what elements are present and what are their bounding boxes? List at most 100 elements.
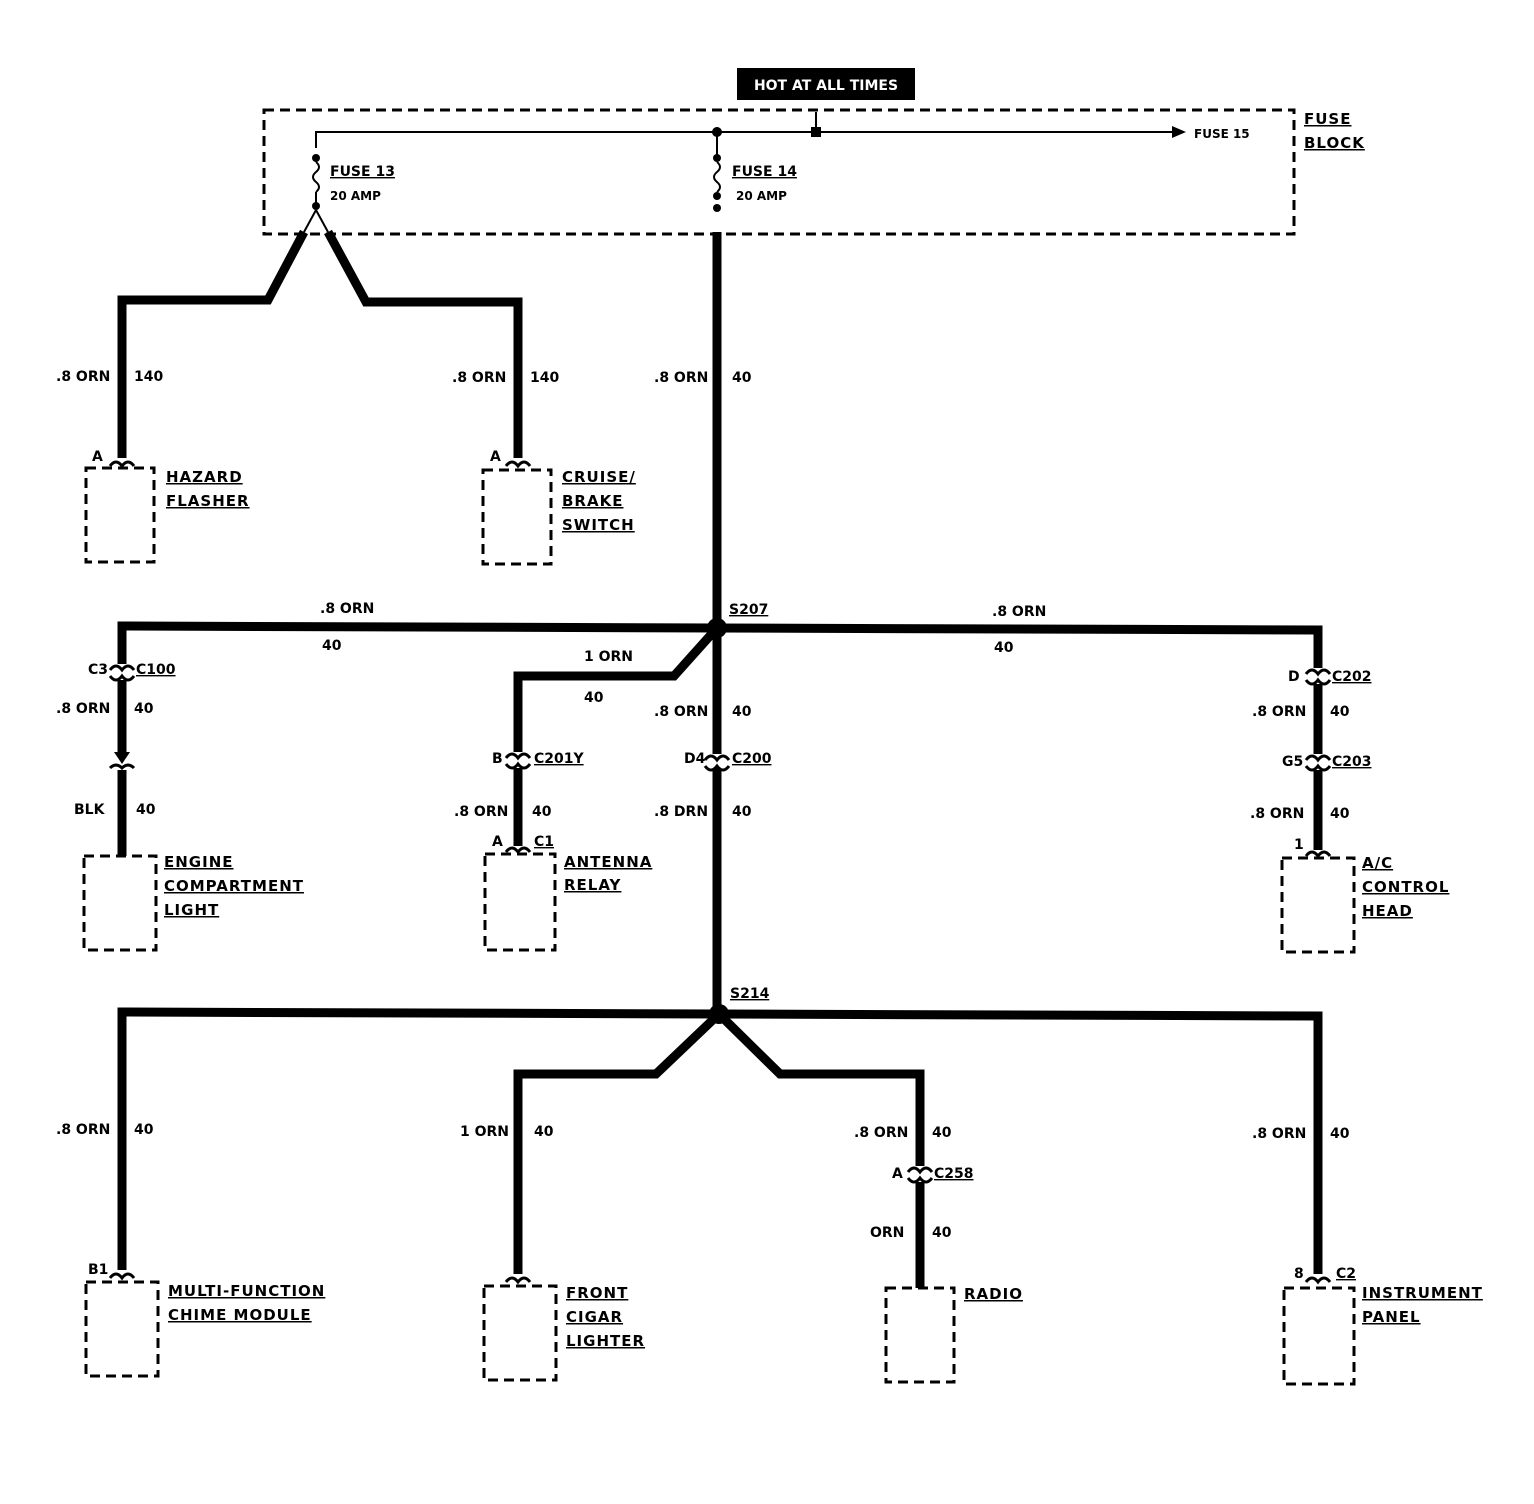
engine-compartment-light: ENGINE COMPARTMENT LIGHT xyxy=(82,853,304,952)
wire-antenna-branch-circuit: 40 xyxy=(584,690,604,706)
ac-label-3: HEAD xyxy=(1362,902,1413,920)
wire-engine-upper-circuit: 40 xyxy=(134,701,154,717)
c100-name: C100 xyxy=(136,662,176,678)
c2-name: C2 xyxy=(1336,1266,1356,1282)
wire-ac-upper-gauge: .8 ORN xyxy=(1252,704,1306,720)
c203-name: C203 xyxy=(1332,754,1372,770)
fuse-14: FUSE 14 20 AMP xyxy=(713,132,797,212)
hot-label: HOT AT ALL TIMES xyxy=(754,78,898,94)
fuse-block-label-2: BLOCK xyxy=(1304,134,1365,152)
wire-radio-upper xyxy=(715,1010,925,1166)
wire-ac-lower-circuit: 40 xyxy=(1330,806,1350,822)
wire-cigar xyxy=(513,1010,723,1274)
fuse-13-name: FUSE 13 xyxy=(330,164,395,180)
wire-hazard-circuit: 140 xyxy=(134,369,163,385)
wire-ac-upper-circuit: 40 xyxy=(1330,704,1350,720)
connector-c202: D C202 xyxy=(1288,668,1372,686)
wire-cruise-gauge: .8 ORN xyxy=(452,370,506,386)
wire-antenna-lower-circuit: 40 xyxy=(532,804,552,820)
radio-label: RADIO xyxy=(964,1285,1023,1303)
wire-s207-right-circuit: 40 xyxy=(994,640,1014,656)
wire-main-gauge: .8 ORN xyxy=(654,370,708,386)
hazard-label-2: FLASHER xyxy=(166,492,250,510)
engine-label-2: COMPARTMENT xyxy=(164,877,304,895)
wire-radio-lower-circuit: 40 xyxy=(932,1225,952,1241)
wire-engine-upper-gauge: .8 ORN xyxy=(56,701,110,717)
hazard-pin: A xyxy=(92,449,103,465)
wire-engine-lower-circuit: 40 xyxy=(136,802,156,818)
ac-control-head: 1 A/C CONTROL HEAD xyxy=(1280,837,1449,954)
c1-name: C1 xyxy=(534,834,554,850)
ac-pin: 1 xyxy=(1294,837,1304,853)
cigar-label-3: LIGHTER xyxy=(566,1332,645,1350)
connector-c100: C3 C100 xyxy=(88,662,176,682)
connector-c201y: B C201Y xyxy=(492,751,584,770)
wire-s207-left-circuit: 40 xyxy=(322,638,342,654)
wire-antenna-branch xyxy=(513,624,721,752)
chime-label-1: MULTI-FUNCTION xyxy=(168,1282,325,1300)
engine-label-3: LIGHT xyxy=(164,901,219,919)
wire-chime-gauge: .8 ORN xyxy=(56,1122,110,1138)
radio: RADIO xyxy=(884,1285,1023,1384)
wire-s207-right xyxy=(716,623,1323,668)
connector-c200: D4 C200 xyxy=(684,751,772,772)
wire-center-lower-gauge: .8 DRN xyxy=(654,804,708,820)
antenna-label-2: RELAY xyxy=(564,876,622,894)
fuse-block-label-1: FUSE xyxy=(1304,110,1351,128)
c201y-pin: B xyxy=(492,751,503,767)
hazard-flasher: A HAZARD FLASHER xyxy=(84,449,250,564)
cruise-pin: A xyxy=(490,449,501,465)
front-cigar-lighter: FRONT CIGAR LIGHTER xyxy=(482,1276,645,1382)
cruise-label-3: SWITCH xyxy=(562,516,635,534)
wire-center-upper-circuit: 40 xyxy=(732,704,752,720)
chime-label-2: CHIME MODULE xyxy=(168,1306,312,1324)
ac-label-2: CONTROL xyxy=(1362,878,1449,896)
wire-panel-circuit: 40 xyxy=(1330,1126,1350,1142)
wire-ac-lower-gauge: .8 ORN xyxy=(1250,806,1304,822)
antenna-relay: A C1 ANTENNA RELAY xyxy=(483,834,652,952)
wire-s207-left xyxy=(117,621,718,664)
c258-name: C258 xyxy=(934,1166,974,1182)
panel-label-2: PANEL xyxy=(1362,1308,1421,1326)
wire-antenna-lower-gauge: .8 ORN xyxy=(454,804,508,820)
hazard-label-1: HAZARD xyxy=(166,468,243,486)
fuse-14-name: FUSE 14 xyxy=(732,164,797,180)
c201y-name: C201Y xyxy=(534,751,584,767)
wire-hazard xyxy=(117,229,308,458)
c203-pin: G5 xyxy=(1282,754,1303,770)
chime-pin: B1 xyxy=(88,1262,108,1278)
c2-pin: 8 xyxy=(1294,1266,1304,1282)
connector-c258: A C258 xyxy=(892,1166,974,1184)
wire-engine-lower-gauge: BLK xyxy=(74,802,106,818)
multi-function-chime-module: B1 MULTI-FUNCTION CHIME MODULE xyxy=(84,1262,325,1378)
wire-s207-left-gauge: .8 ORN xyxy=(320,601,374,617)
c1-pin: A xyxy=(492,834,503,850)
ac-label-1: A/C xyxy=(1362,854,1393,872)
wire-cigar-gauge: 1 ORN xyxy=(460,1124,509,1140)
cruise-label-1: CRUISE/ xyxy=(562,468,636,486)
fuse-14-rating: 20 AMP xyxy=(736,189,787,203)
c202-pin: D xyxy=(1288,669,1300,685)
splice-s207-label: S207 xyxy=(729,602,768,618)
wire-panel-gauge: .8 ORN xyxy=(1252,1126,1306,1142)
c200-pin: D4 xyxy=(684,751,706,767)
cruise-label-2: BRAKE xyxy=(562,492,623,510)
cigar-label-1: FRONT xyxy=(566,1284,628,1302)
c258-pin: A xyxy=(892,1166,903,1182)
c200-name: C200 xyxy=(732,751,772,767)
wire-cigar-circuit: 40 xyxy=(534,1124,554,1140)
splice-s214-label: S214 xyxy=(730,986,770,1002)
wire-main-circuit: 40 xyxy=(732,370,752,386)
fuse-block: FUSE BLOCK FUSE 15 FUSE 13 20 AMP FUSE 1 xyxy=(262,108,1365,236)
wire-chime-circuit: 40 xyxy=(134,1122,154,1138)
c202-name: C202 xyxy=(1332,669,1372,685)
wire-center-lower-circuit: 40 xyxy=(732,804,752,820)
wire-chime xyxy=(117,1007,720,1270)
c100-pin: C3 xyxy=(88,662,108,678)
wire-panel xyxy=(718,1009,1323,1274)
hot-at-all-times-banner: HOT AT ALL TIMES xyxy=(737,68,915,100)
wire-radio-upper-circuit: 40 xyxy=(932,1125,952,1141)
cruise-brake-switch: A CRUISE/ BRAKE SWITCH xyxy=(481,449,636,566)
antenna-label-1: ANTENNA xyxy=(564,853,652,871)
